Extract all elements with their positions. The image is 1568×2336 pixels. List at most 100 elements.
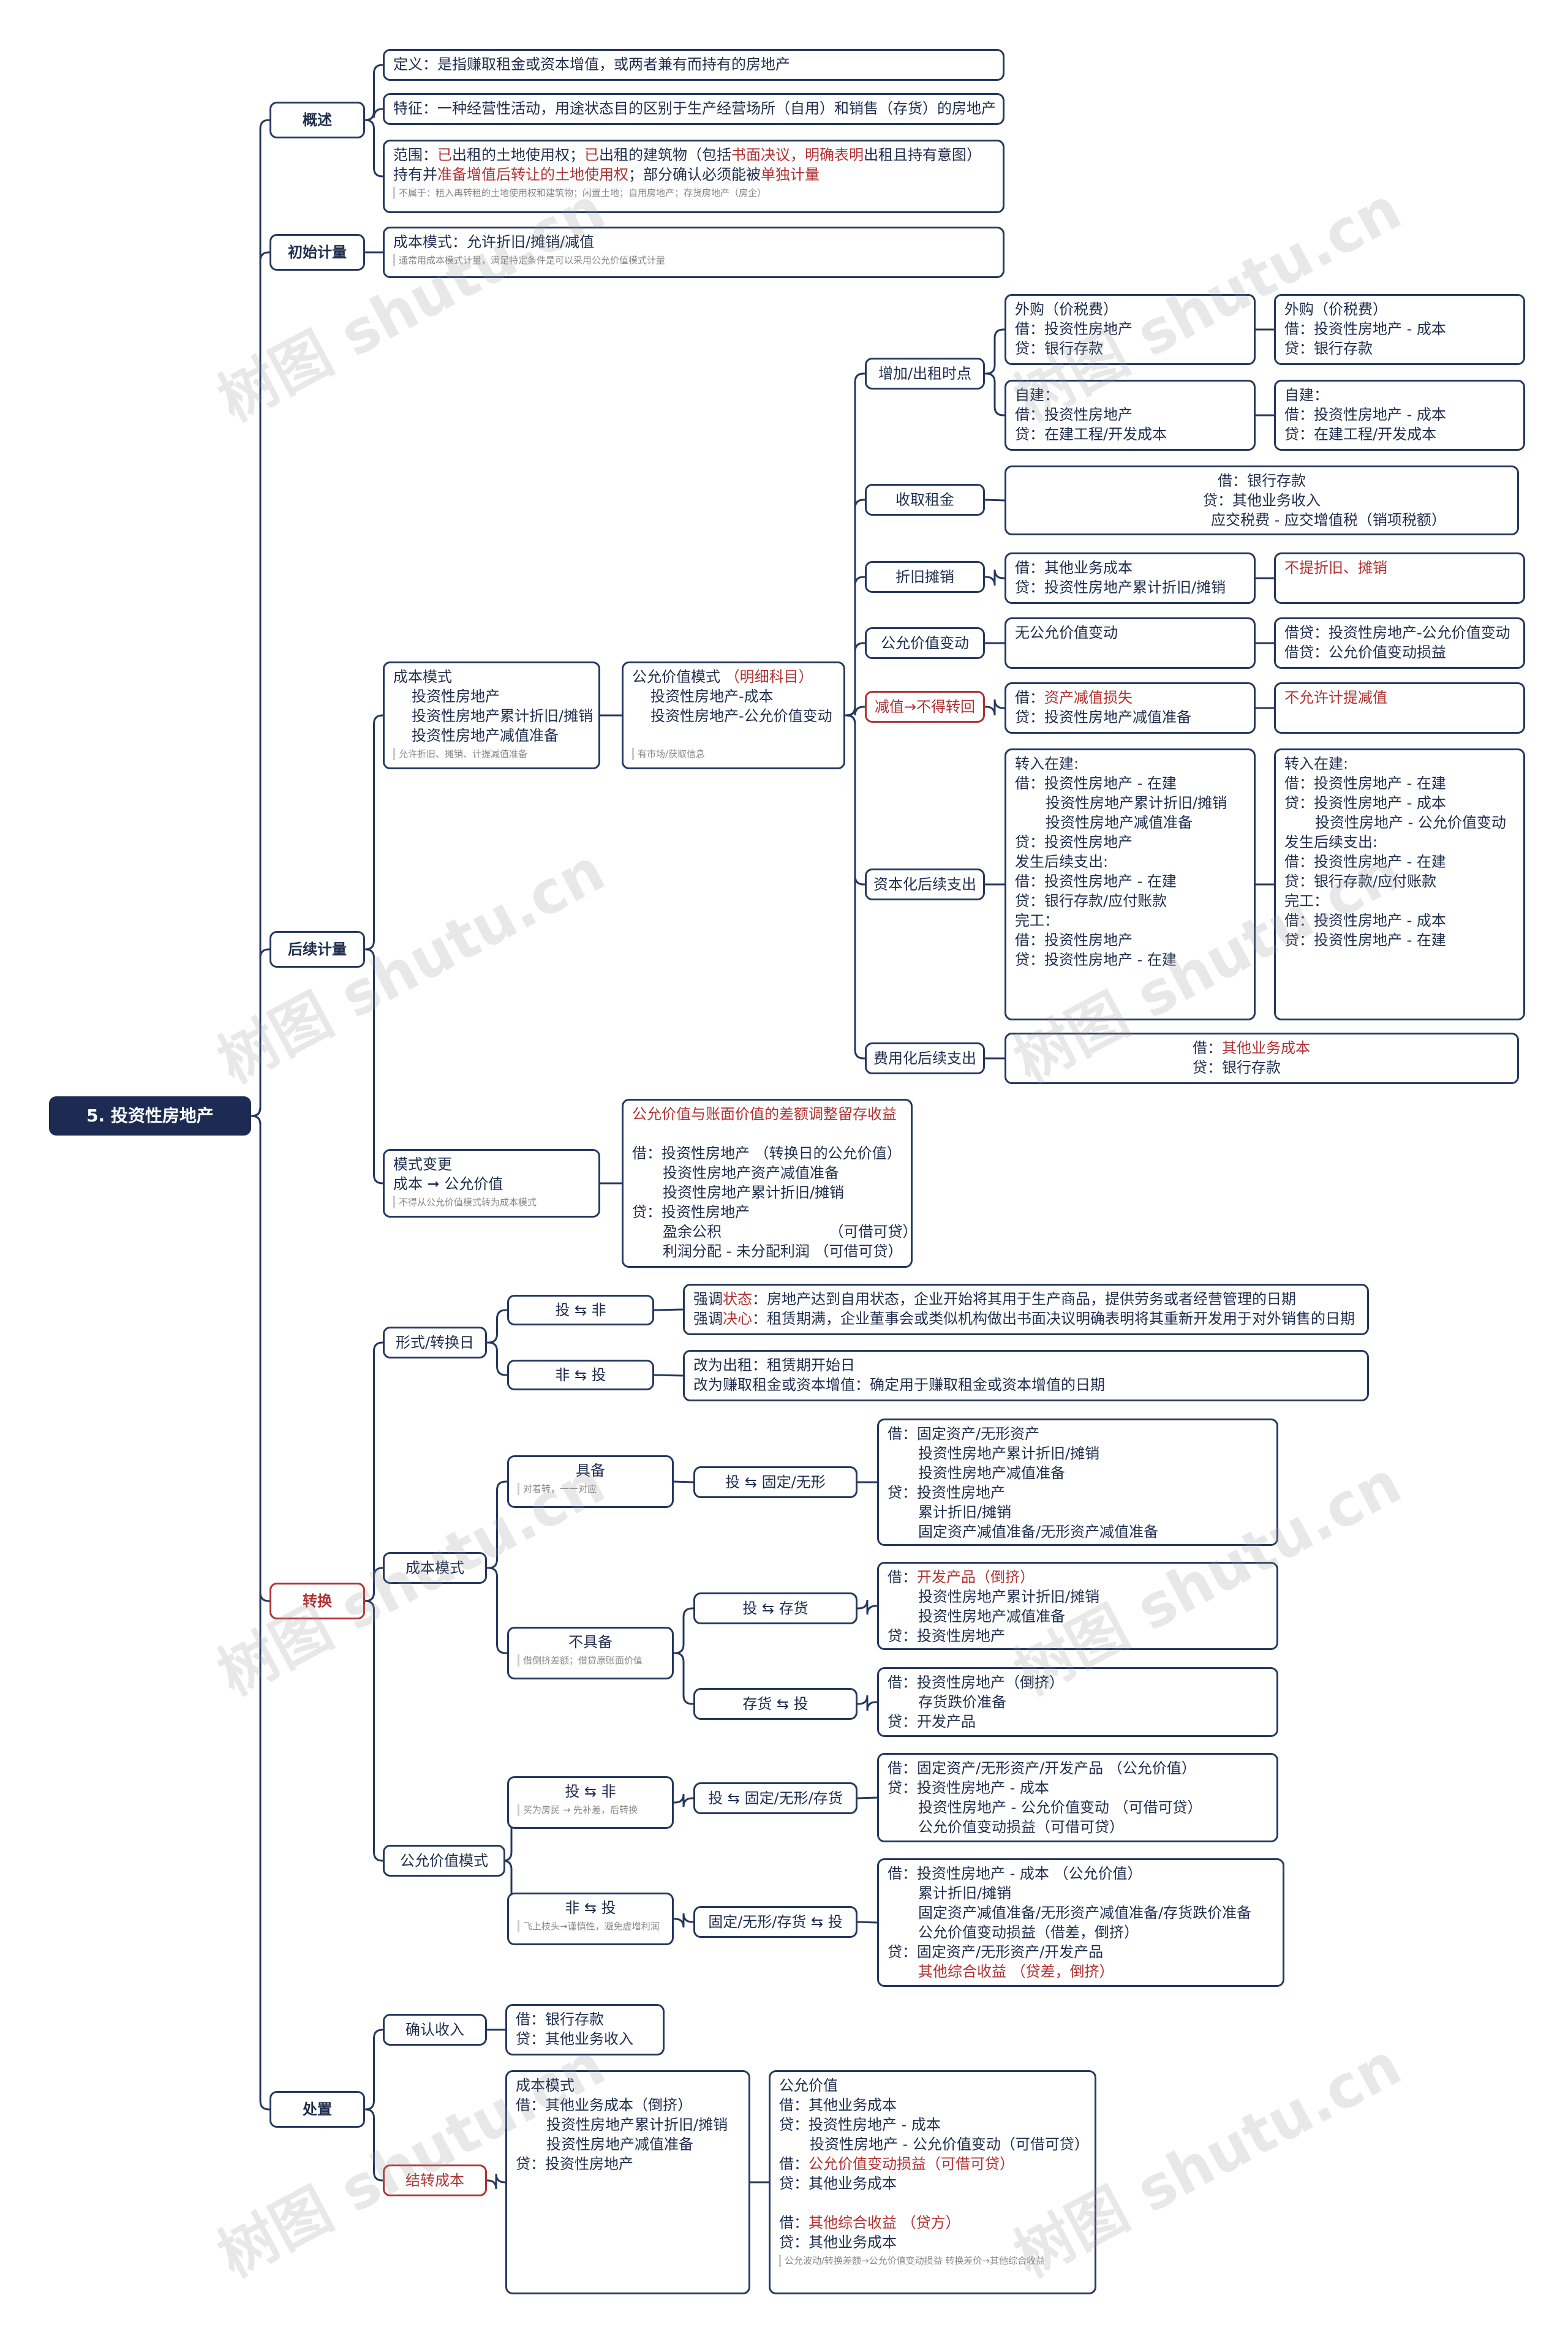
purchase-cost[interactable]: 外购（价税费） 借：投资性房地产 贷：银行存款 (1005, 294, 1256, 365)
text-line: 非 ⇆ 投 (565, 1899, 616, 1916)
item-capitalized[interactable]: 资本化后续支出 (865, 868, 985, 900)
conv-inv-stock[interactable]: 投 ⇆ 存货 (693, 1592, 858, 1624)
conv-inv-fixed-entry[interactable]: 借：固定资产/无形资产 投资性房地产累计折旧/摊销 投资性房地产减值准备 贷：投… (877, 1419, 1278, 1546)
node-subsequent[interactable]: 后续计量 (270, 931, 365, 968)
text-line: 借：固定资产/无形资产 (888, 1425, 1040, 1442)
conv-fv-fixed-inv[interactable]: 固定/无形/存货 ⇆ 投 (693, 1906, 858, 1938)
conv-stock-inv-entry[interactable]: 借：投资性房地产（倒挤） 存货跌价准备 贷：开发产品 (877, 1667, 1278, 1737)
node-conversion[interactable]: 转换 (270, 1583, 365, 1619)
conv-fv-model[interactable]: 公允价值模式 (383, 1845, 505, 1877)
conv-fv-inv-fixed-entry[interactable]: 借：固定资产/无形资产/开发产品 （公允价值） 贷：投资性房地产 - 成本 投资… (877, 1753, 1278, 1842)
purchase-fv[interactable]: 外购（价税费） 借：投资性房地产 - 成本 贷：银行存款 (1274, 294, 1525, 365)
cap-cost[interactable]: 转入在建: 借：投资性房地产 - 在建 投资性房地产累计折旧/摊销 投资性房地产… (1005, 748, 1256, 1020)
conv-form-date[interactable]: 形式/转换日 (383, 1327, 487, 1358)
text-line: 贷：投资性房地产 (516, 2155, 633, 2172)
text-line: 投资性房地产 (412, 688, 500, 705)
node-overview[interactable]: 概述 (270, 102, 365, 138)
conv-not-have[interactable]: 不具备 借倒挤差额；借贷原账面价值 (507, 1627, 674, 1679)
conv-stock-inv[interactable]: 存货 ⇆ 投 (693, 1688, 858, 1720)
disposal-cost[interactable]: 结转成本 (383, 2165, 487, 2196)
connector (365, 2108, 383, 2182)
text-line: 转入在建: (1284, 755, 1349, 772)
overview-definition[interactable]: 定义：是指赚取租金或资本增值，或两者兼有而持有的房地产 (383, 49, 1005, 81)
connector (365, 714, 383, 951)
cost-note: 允许折旧、摊销、计提减值准备 (393, 748, 590, 760)
impair-line-1: 借：资产减值损失 (1015, 688, 1245, 707)
t: 已 (584, 146, 599, 164)
conv-fv-non-inv[interactable]: 非 ⇆ 投 飞上枝头→谨慎性，避免虚增利润 (507, 1893, 674, 1945)
disposal-fv-note: 公允波动/转换差额→公允价值变动损益 转换差价→其他综合收益 (779, 2255, 1086, 2267)
item-fv-change[interactable]: 公允价值变动 (865, 627, 985, 659)
item-depreciation[interactable]: 折旧摊销 (865, 561, 985, 593)
rent-entry[interactable]: 借：银行存款 贷：其他业务收入 应交税费 - 应交增值税（销项税额） (1005, 465, 1519, 535)
t: ：房地产达到自用状态，企业开始将其用于生产商品，提供劳务或者经营管理的日期 (752, 1290, 1296, 1308)
mode-note: 不得从公允价值模式转为成本模式 (393, 1196, 590, 1208)
conv-fv-inv-fixed[interactable]: 投 ⇆ 固定/无形/存货 (693, 1782, 858, 1814)
conv-inv-non[interactable]: 投 ⇆ 非 (507, 1295, 654, 1325)
text-line: 贷：在建工程/开发成本 (1284, 426, 1437, 443)
text-line: 成本模式 (393, 668, 452, 685)
subsequent-cost-model[interactable]: 成本模式 投资性房地产 投资性房地产累计折旧/摊销 投资性房地产减值准备 允许折… (383, 661, 600, 769)
connector (845, 499, 865, 717)
impair-fv[interactable]: 不允许计提减值 (1274, 682, 1525, 734)
initial-detail[interactable]: 成本模式：允许折旧/摊销/减值 通常用成本模式计量，满足特定条件是可以采用公允价… (383, 227, 1005, 278)
conv-have[interactable]: 具备 对着转，一一对应 (507, 1455, 674, 1508)
connector (365, 948, 383, 1185)
item-expensed[interactable]: 费用化后续支出 (865, 1042, 985, 1074)
disposal-cost-model[interactable]: 成本模式 借：其他业务成本（倒挤） 投资性房地产累计折旧/摊销 投资性房地产减值… (505, 2070, 750, 2294)
text-line: 借：投资性房地产 - 在建 (1284, 775, 1446, 792)
text-line: 借：其他业务成本 (1015, 559, 1133, 576)
impair-entry[interactable]: 借：资产减值损失 贷：投资性房地产减值准备 (1005, 682, 1256, 734)
node-initial[interactable]: 初始计量 (270, 234, 365, 271)
cap-fv[interactable]: 转入在建: 借：投资性房地产 - 在建 贷：投资性房地产 - 成本 投资性房地产… (1274, 748, 1525, 1020)
disposal-income-entry[interactable]: 借：银行存款 贷：其他业务收入 (505, 2004, 665, 2055)
node-disposal[interactable]: 处置 (270, 2091, 365, 2128)
conv-inv-fixed[interactable]: 投 ⇆ 固定/无形 (693, 1466, 858, 1498)
overview-scope[interactable]: 范围：已出租的土地使用权；已出租的建筑物（包括书面决议，明确表明出租且持有意图）… (383, 140, 1005, 213)
conv-fv-inv-non[interactable]: 投 ⇆ 非 买为房民 → 先补差，后转换 (507, 1776, 674, 1829)
text-line: 完工： (1015, 912, 1059, 929)
root-node[interactable]: 5. 投资性房地产 (49, 1096, 251, 1136)
item-rent[interactable]: 收取租金 (865, 484, 985, 516)
overview-feature[interactable]: 特征：一种经营性活动，用途状态目的区别于生产经营场所（自用）和销售（存货）的房地… (383, 93, 1005, 125)
text-line: 投资性房地产 - 公允价值变动（可借可贷） (810, 2136, 1089, 2153)
fvchange-cost[interactable]: 无公允价值变动 (1005, 617, 1256, 669)
text-line: 贷：开发产品 (888, 1713, 976, 1730)
conv-non-inv[interactable]: 非 ⇆ 投 (507, 1360, 654, 1390)
fvchange-fv[interactable]: 借贷：投资性房地产-公允价值变动 借贷：公允价值变动损益 (1274, 617, 1525, 669)
t: 已 (437, 146, 452, 164)
exp-line-1: 借：其他业务成本 (1015, 1038, 1509, 1058)
item-impairment[interactable]: 减值→不得转回 (865, 691, 985, 723)
depr-fv[interactable]: 不提折旧、摊销 (1274, 552, 1525, 604)
connector (845, 714, 865, 886)
spacer (632, 726, 835, 745)
text-line: 投资性房地产累计折旧/摊销 (1046, 794, 1227, 812)
self-build-fv[interactable]: 自建： 借：投资性房地产 - 成本 贷：在建工程/开发成本 (1274, 380, 1525, 451)
exp-entry[interactable]: 借：其他业务成本 贷：银行存款 (1005, 1033, 1519, 1084)
mode-change[interactable]: 模式变更 成本 ➞ 公允价值 不得从公允价值模式转为成本模式 (383, 1149, 600, 1218)
item-increase[interactable]: 增加/出租时点 (865, 358, 985, 390)
connector (654, 1374, 684, 1377)
text-line: 借：其他业务成本 (779, 2097, 897, 2114)
connector (985, 328, 1005, 375)
disposal-fv[interactable]: 公允价值 借：其他业务成本 贷：投资性房地产 - 成本 投资性房地产 - 公允价… (769, 2070, 1096, 2294)
conv-fv-fixed-inv-entry[interactable]: 借：投资性房地产 - 成本 （公允价值） 累计折旧/摊销 固定资产减值准备/无形… (877, 1858, 1284, 1987)
text-line: 不具备 (568, 1633, 612, 1651)
t: 借： (779, 2214, 809, 2231)
text-line: 投 ⇆ 非 (565, 1783, 616, 1800)
disposal-income[interactable]: 确认收入 (383, 2014, 487, 2046)
connector (487, 1341, 507, 1376)
depr-entry[interactable]: 借：其他业务成本 贷：投资性房地产累计折旧/摊销 (1005, 552, 1256, 604)
self-build-cost[interactable]: 自建： 借：投资性房地产 贷：在建工程/开发成本 (1005, 380, 1256, 451)
t: 其他综合收益 （贷方） (809, 2214, 960, 2231)
t: （明细科目） (725, 668, 813, 685)
subsequent-fv-model[interactable]: 公允价值模式 （明细科目） 投资性房地产-成本 投资性房地产-公允价值变动 有市… (622, 661, 845, 769)
text-line: 应交税费 - 应交增值税（销项税额） (1211, 511, 1446, 529)
text-line: 投资性房地产减值准备 (1046, 814, 1193, 831)
conv-cost-model[interactable]: 成本模式 (383, 1552, 487, 1584)
conv-non-inv-desc[interactable]: 改为出租：租赁期开始日 改为赚取租金或资本增值：确定用于赚取租金或资本增值的日期 (683, 1350, 1369, 1401)
conv-inv-non-desc[interactable]: 强调状态：房地产达到自用状态，企业开始将其用于生产商品，提供劳务或者经营管理的日… (683, 1284, 1369, 1335)
connector (674, 1913, 693, 1928)
conv-inv-stock-entry[interactable]: 借：开发产品（倒挤） 投资性房地产累计折旧/摊销 投资性房地产减值准备 贷：投资… (877, 1562, 1278, 1650)
mode-change-entry[interactable]: 公允价值与账面价值的差额调整留存收益 借：投资性房地产 （转换日的公允价值） 投… (622, 1099, 913, 1268)
